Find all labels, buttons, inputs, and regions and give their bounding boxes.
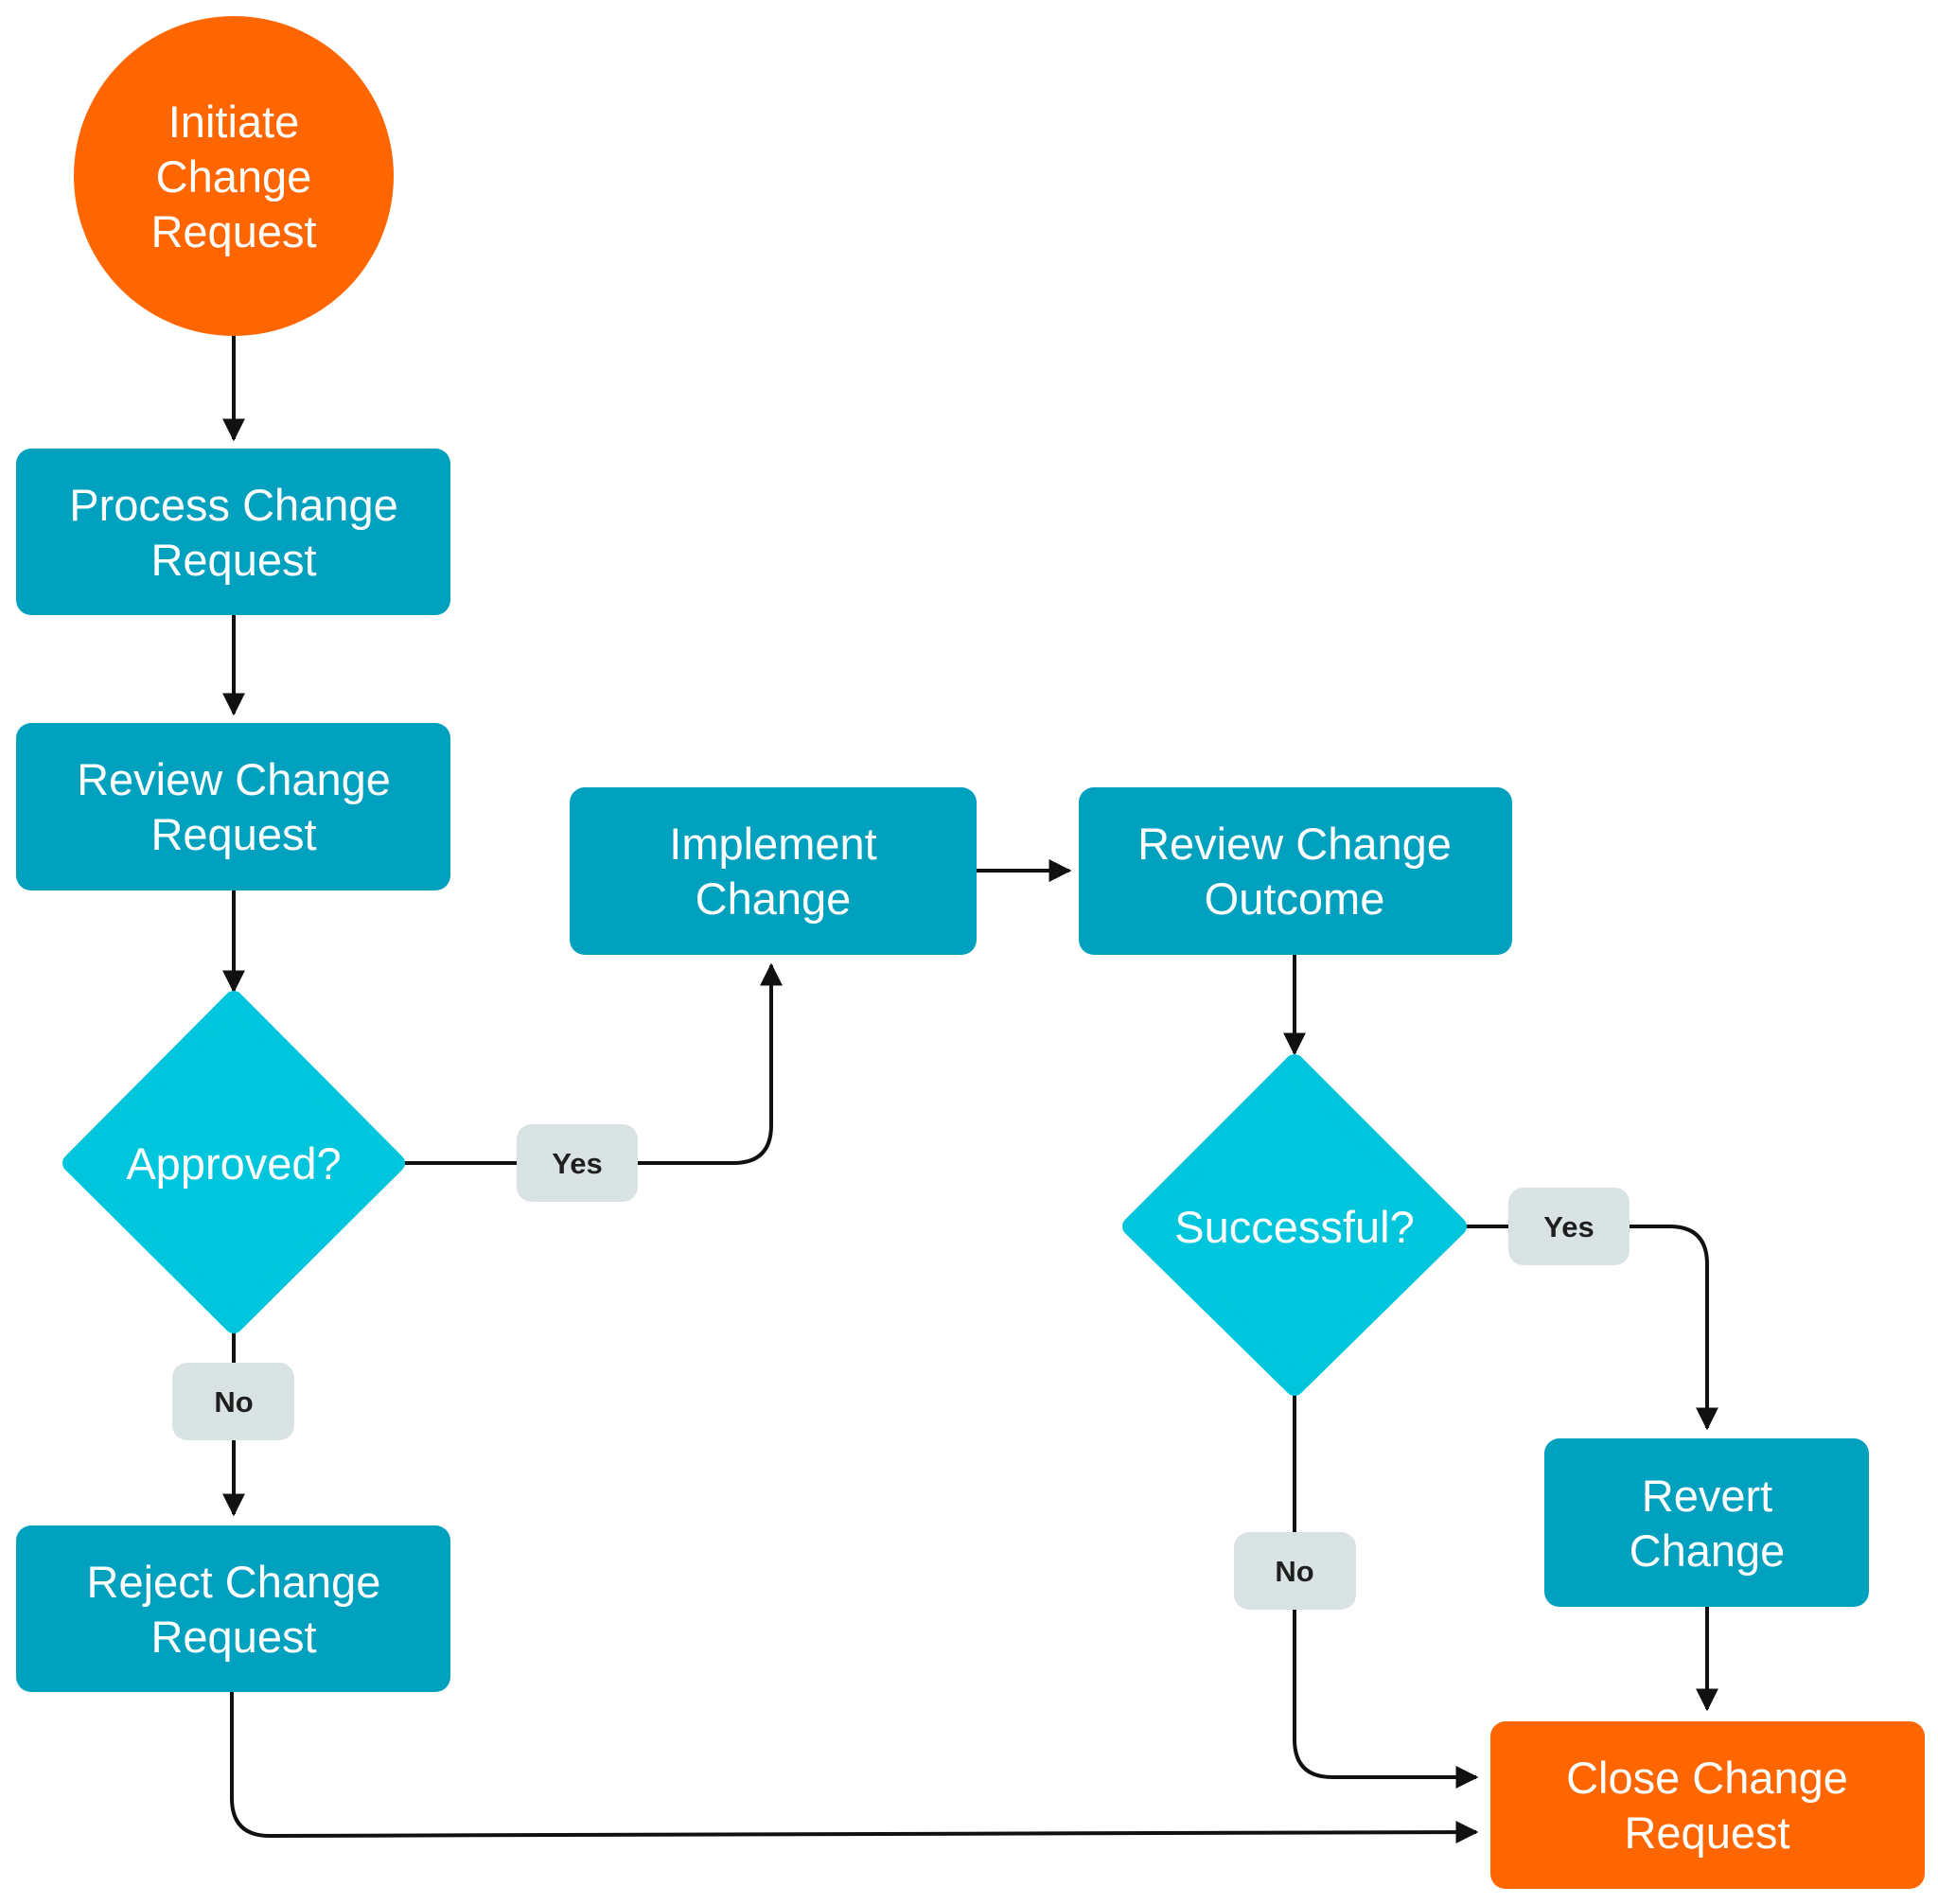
node-successful-label: Successful? (1174, 1202, 1414, 1252)
edge-successful-yes-to-revert (1457, 1225, 1718, 1431)
edge-label-approved-yes-text: Yes (552, 1147, 602, 1180)
edge-label-approved-yes: Yes (517, 1124, 638, 1202)
edge-label-successful-yes-text: Yes (1543, 1210, 1594, 1243)
edge-reject-to-close (230, 1692, 1479, 1844)
edge-label-successful-no: No (1234, 1532, 1356, 1610)
edge-approved-yes-to-implement (396, 962, 783, 1165)
node-approved-decision: Approved? (62, 991, 405, 1333)
edge-successful-no-to-close (1293, 1386, 1479, 1789)
edge-label-successful-no-text: No (1275, 1555, 1313, 1588)
edge-label-approved-no: No (172, 1363, 294, 1440)
node-approved-label: Approved? (126, 1138, 341, 1189)
edge-label-successful-yes: Yes (1508, 1188, 1630, 1265)
node-successful-decision: Successful? (1122, 1054, 1467, 1396)
edge-label-approved-no-text: No (214, 1385, 253, 1419)
